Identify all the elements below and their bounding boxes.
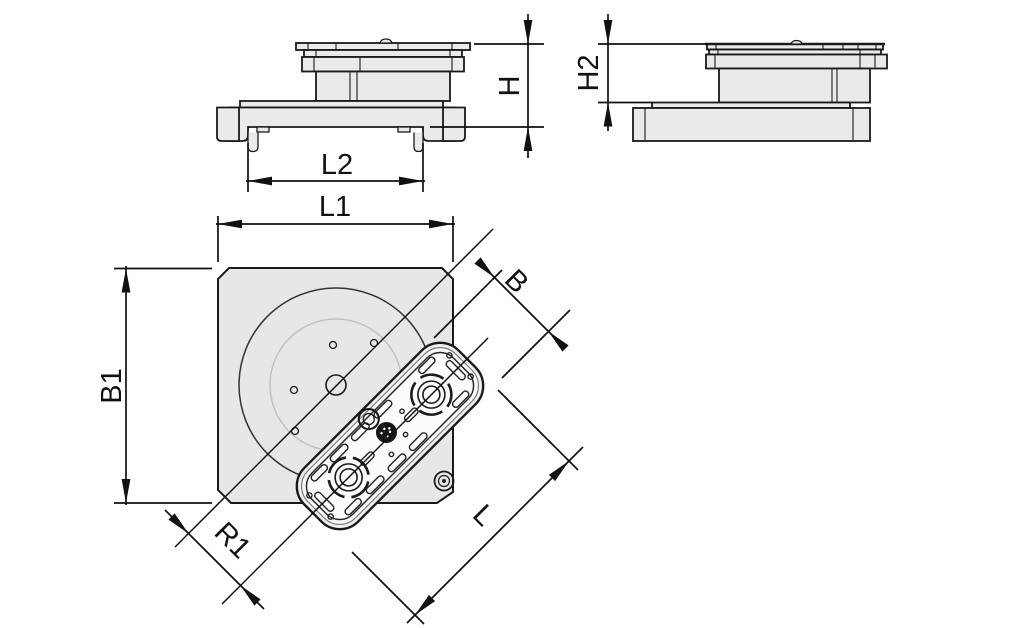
center-knob — [375, 421, 397, 443]
screw-head-side — [790, 39, 803, 45]
dimension-L: L — [351, 389, 584, 625]
side-view — [632, 39, 888, 142]
front-top-flange — [301, 56, 465, 73]
dimension-H: H — [430, 14, 544, 158]
dimension-R1: R1 — [164, 509, 265, 610]
dimension-L1: L1 — [216, 191, 455, 262]
top-view: L1 B1 — [96, 191, 584, 625]
front-base-plate — [226, 106, 456, 142]
clamp-hook-left — [247, 132, 259, 153]
center-bore — [325, 374, 347, 396]
pad-axis-centerline — [221, 337, 489, 605]
front-spacer-block — [315, 70, 451, 102]
screw-head — [379, 38, 393, 44]
dim-label-b1: B1 — [96, 368, 128, 403]
dim-label-l1: L1 — [319, 191, 351, 223]
clamp-hook-right — [413, 132, 424, 153]
dimension-B1: B1 — [96, 266, 212, 505]
front-view — [216, 38, 471, 153]
front-flange-right — [442, 106, 466, 142]
dim-label-b: B — [498, 263, 534, 299]
side-base-plate — [632, 107, 871, 142]
dim-label-l2: L2 — [321, 149, 353, 181]
side-spacer-block — [718, 67, 871, 104]
dim-label-l: L — [466, 499, 500, 533]
dim-label-r1: R1 — [208, 516, 257, 565]
front-suction-plate — [295, 42, 471, 51]
plate-diagonal-centerline — [174, 228, 494, 548]
dim-label-h: H — [494, 76, 526, 97]
dimension-L2: L2 — [246, 143, 425, 192]
corner-fixing — [433, 470, 455, 492]
dimension-H2: H2 — [573, 14, 707, 131]
dim-label-h2: H2 — [573, 54, 605, 91]
front-flange-left — [216, 106, 240, 142]
